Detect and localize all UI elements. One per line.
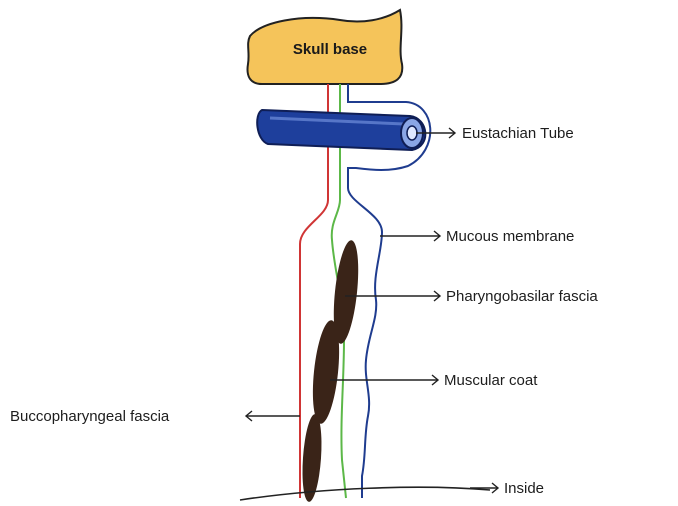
skull-base-label: Skull base <box>293 41 367 58</box>
eustachian-tube-label: Eustachian Tube <box>462 125 574 142</box>
eustachian-tube-lumen <box>407 126 417 140</box>
muscular-coat-label: Muscular coat <box>444 372 538 389</box>
pharyngobasilar-fascia-label: Pharyngobasilar fascia <box>446 288 598 305</box>
buccopharyngeal-fascia-arrow <box>246 411 300 421</box>
mucous-membrane-label: Mucous membrane <box>446 228 574 245</box>
muscular-coat-arrow <box>330 375 438 385</box>
inside-boundary-line <box>240 487 490 500</box>
inside-label: Inside <box>504 480 544 497</box>
buccopharyngeal-fascia-label: Buccopharyngeal fascia <box>10 408 170 425</box>
muscle-bundle <box>300 413 324 502</box>
eustachian-tube-shape <box>257 110 425 150</box>
mucous-membrane-arrow <box>380 231 440 241</box>
inside-arrow <box>470 483 498 493</box>
pharyngobasilar-fascia-arrow <box>345 291 440 301</box>
